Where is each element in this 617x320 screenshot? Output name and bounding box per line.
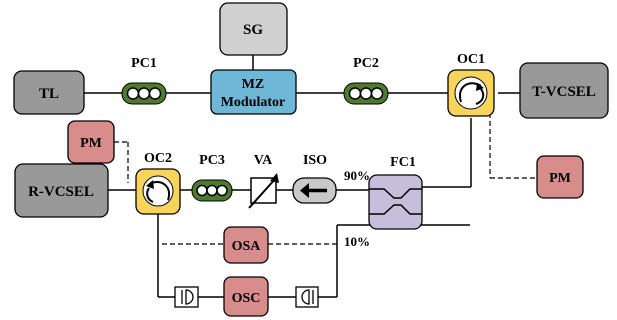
osa-block: OSA bbox=[223, 226, 269, 264]
tl-label: TL bbox=[39, 86, 59, 102]
osc-label: OSC bbox=[232, 291, 261, 306]
oc2-optical-circulator bbox=[135, 168, 181, 215]
va-label: VA bbox=[254, 153, 273, 168]
r-vcsel-block: R-VCSEL bbox=[14, 163, 109, 218]
pc1-label: PC1 bbox=[131, 56, 157, 71]
pc3-polarization-controller bbox=[191, 179, 233, 202]
fc1-fiber-coupler bbox=[368, 174, 423, 230]
pc3-label: PC3 bbox=[199, 153, 225, 168]
mz-label-line2: Modulator bbox=[221, 95, 286, 110]
pm-right-block: PM bbox=[536, 155, 584, 199]
photodetector-left-icon bbox=[174, 286, 199, 308]
sg-label: SG bbox=[243, 22, 263, 38]
split-10-label: 10% bbox=[344, 234, 370, 249]
t-vcsel-label: T-VCSEL bbox=[532, 84, 596, 100]
mz-label-line1: MZ bbox=[242, 77, 265, 92]
pc1-polarization-controller bbox=[121, 82, 167, 105]
tl-block: TL bbox=[13, 70, 85, 115]
iso-label: ISO bbox=[303, 153, 327, 168]
iso-isolator bbox=[292, 177, 337, 204]
pc2-label: PC2 bbox=[353, 56, 379, 71]
dashed-connections bbox=[114, 113, 537, 245]
fc1-label: FC1 bbox=[390, 155, 416, 170]
mz-modulator-block: MZ Modulator bbox=[210, 69, 297, 115]
photodetector-right-icon bbox=[295, 286, 319, 308]
fiber-connections bbox=[84, 55, 520, 298]
pm-left-block: PM bbox=[67, 120, 115, 164]
va-attenuator-icon bbox=[248, 173, 279, 209]
oc1-optical-circulator bbox=[447, 69, 495, 117]
osc-block: OSC bbox=[223, 276, 269, 317]
oc1-label: OC1 bbox=[457, 52, 485, 67]
sg-block: SG bbox=[219, 2, 288, 56]
osa-label: OSA bbox=[232, 239, 262, 254]
pm-right-label: PM bbox=[549, 171, 571, 186]
pm-left-label: PM bbox=[80, 136, 102, 151]
r-vcsel-label: R-VCSEL bbox=[28, 184, 94, 200]
split-90-label: 90% bbox=[344, 168, 370, 183]
oc2-label: OC2 bbox=[144, 151, 172, 166]
t-vcsel-block: T-VCSEL bbox=[519, 62, 609, 119]
pc2-polarization-controller bbox=[343, 82, 389, 105]
